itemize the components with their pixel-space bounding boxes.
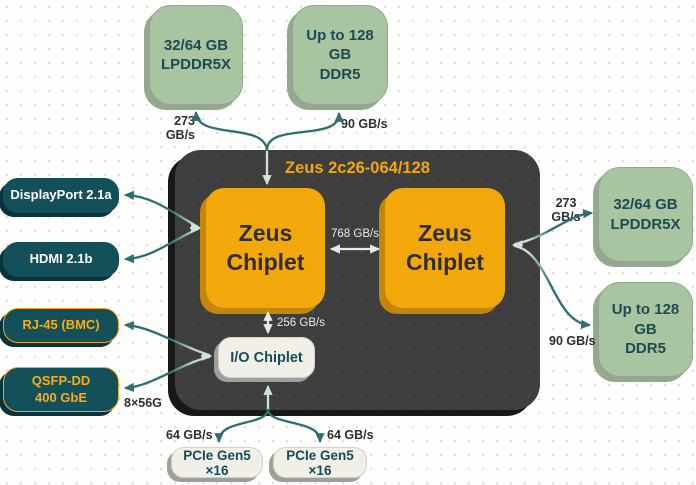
arrow-to-pcie-left <box>214 408 270 444</box>
memory-right-top: 32/64 GB LPDDR5X <box>598 167 693 262</box>
bandwidth-label-right-bottom: 90 GB/s <box>549 334 596 348</box>
bandwidth-label-io-link: 256 GB/s <box>277 317 325 329</box>
port-hdmi: HDMI 2.1b <box>3 242 119 277</box>
bandwidth-label-top-left: 273 GB/s <box>165 114 195 142</box>
pcie-slot-right: PCIe Gen5 ×16 <box>273 447 367 478</box>
memory-top-left: 32/64 GB LPDDR5X <box>149 5 243 105</box>
io-chiplet: I/O Chiplet <box>218 337 315 378</box>
port-qsfp-dd: QSFP-DD 400 GbE <box>3 367 119 412</box>
bandwidth-label-right-top: 273 GB/s <box>551 196 581 224</box>
bandwidth-label-pcie-right: 64 GB/s <box>327 428 374 442</box>
memory-right-bottom: Up to 128 GB DDR5 <box>598 282 693 377</box>
soc-title: Zeus 2c26-064/128 <box>285 158 430 177</box>
arrow-to-memory-top-left <box>191 110 269 152</box>
memory-top-right: Up to 128 GB DDR5 <box>292 5 388 105</box>
bandwidth-label-pcie-left: 64 GB/s <box>166 428 213 442</box>
arrow-to-memory-top-right <box>265 111 344 152</box>
bandwidth-label-chiplet-link: 768 GB/s <box>331 228 379 240</box>
zeus-chiplet-left: Zeus Chiplet <box>206 188 325 308</box>
zeus-chiplet-right: Zeus Chiplet <box>385 188 505 308</box>
port-displayport: DisplayPort 2.1a <box>3 178 119 213</box>
arrow-to-pcie-right <box>266 408 325 444</box>
pcie-slot-left: PCIe Gen5 ×16 <box>171 447 263 478</box>
lanes-label-qsfp: 8×56G <box>124 396 162 410</box>
port-rj45-bmc: RJ-45 (BMC) <box>3 308 119 343</box>
bandwidth-label-top-right: 90 GB/s <box>341 117 388 131</box>
